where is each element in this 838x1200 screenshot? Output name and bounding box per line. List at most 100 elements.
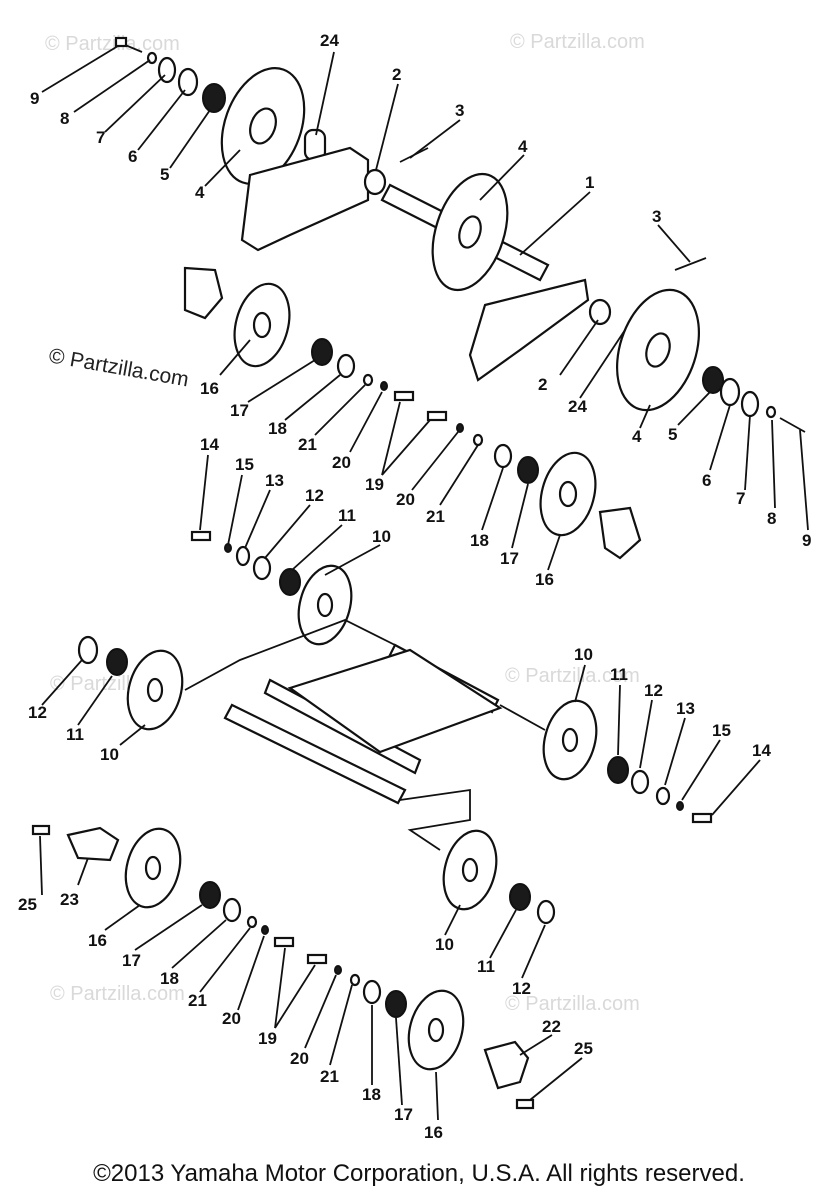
callout-2-right: 2 <box>538 375 547 394</box>
wheel-16-upper-left-hub <box>252 311 272 339</box>
bolt-9-head <box>114 36 128 48</box>
circlip-12-right <box>630 769 650 795</box>
connector-line-left <box>184 619 396 691</box>
callout-10-right: 10 <box>574 645 593 664</box>
callout-21-lower-left: 21 <box>188 991 207 1010</box>
callout-14-upper: 14 <box>200 435 219 454</box>
callout-15-right: 15 <box>712 721 731 740</box>
callout-4-middle: 4 <box>518 137 528 156</box>
callout-5-top: 5 <box>160 165 169 184</box>
callout-16-upper-right: 16 <box>535 570 554 589</box>
washer-21-lower-b <box>349 973 361 987</box>
bracket-right <box>598 506 642 560</box>
circlip-18-lower <box>222 897 242 923</box>
bracket-left <box>183 266 224 320</box>
callout-23: 23 <box>60 890 79 909</box>
washer-21-upper <box>362 373 374 387</box>
washer-21-lower <box>246 915 258 929</box>
wheel-4-left-hub <box>249 107 277 145</box>
collar-13-right <box>655 786 671 806</box>
bolt-19-lower-b <box>306 953 328 965</box>
callout-1: 1 <box>585 173 594 192</box>
copyright-notice: ©2013 Yamaha Motor Corporation, U.S.A. A… <box>93 1160 745 1187</box>
callout-24-right: 24 <box>568 397 587 416</box>
wheel-16-lower-left-hub <box>144 855 162 881</box>
bearing-17-upper <box>311 338 333 366</box>
callout-5-right: 5 <box>668 425 677 444</box>
callout-20-lower-left: 20 <box>222 1009 241 1028</box>
callout-18-upper-right: 18 <box>470 531 489 550</box>
callout-12-left: 12 <box>28 703 47 722</box>
callout-16-lower-right: 16 <box>424 1123 443 1142</box>
callout-14-right: 14 <box>752 741 771 760</box>
wheel-10-left-hub <box>146 677 164 703</box>
watermark-mid-right: © Partzilla.com <box>505 665 640 687</box>
callout-10-upper: 10 <box>372 527 391 546</box>
callout-21-upper-left: 21 <box>298 435 317 454</box>
wheel-16-upper-right-hub <box>558 480 578 508</box>
wheel-10-lower-hub <box>461 857 479 883</box>
callout-10-lower: 10 <box>435 935 454 954</box>
callout-15-upper: 15 <box>235 455 254 474</box>
callout-16-upper-left: 16 <box>200 379 219 398</box>
callout-8-right: 8 <box>767 509 776 528</box>
leader-lines <box>39 45 809 1121</box>
wheel-10-upper-hub <box>316 592 334 618</box>
callout-8-top: 8 <box>60 109 69 128</box>
rear-axle-assembly <box>114 36 806 433</box>
callout-25-left: 25 <box>18 895 37 914</box>
callout-17-upper-right: 17 <box>500 549 519 568</box>
bearing-11-lower <box>509 883 531 911</box>
callout-25-right: 25 <box>574 1039 593 1058</box>
callout-18-lower-left: 18 <box>160 969 179 988</box>
bracket-22 <box>483 1040 530 1090</box>
circlip-18-lower-b <box>362 979 382 1005</box>
callout-22: 22 <box>542 1017 561 1036</box>
circlip-12-left <box>77 635 99 665</box>
callout-3-top: 3 <box>455 101 464 120</box>
bearing-5 <box>202 83 226 113</box>
callout-17-lower-left: 17 <box>122 951 141 970</box>
watermark-bottom-left: © Partzilla.com <box>50 983 185 1005</box>
watermark-top-left: © Partzilla.com <box>45 33 180 55</box>
watermark-main: © Partzilla.com <box>47 344 190 391</box>
washer-15-upper <box>224 543 232 553</box>
crossbar-plate <box>287 648 503 754</box>
callout-18-upper-left: 18 <box>268 419 287 438</box>
suspension-arm-right <box>468 278 590 382</box>
bolt-19-lower-a <box>273 936 295 948</box>
collar-7-right <box>740 390 760 418</box>
upper-idler-assembly <box>183 266 642 560</box>
lockwasher-20-lower-b <box>334 965 342 975</box>
pin-3-right <box>674 257 707 271</box>
callout-2-top: 2 <box>392 65 401 84</box>
crossbar-lower <box>223 703 407 805</box>
callout-9-right: 9 <box>802 531 811 550</box>
callout-13-right: 13 <box>676 699 695 718</box>
bearing-17-upper-b <box>517 456 539 484</box>
callout-11-right: 11 <box>610 665 628 684</box>
circlip-18-upper-b <box>493 443 513 469</box>
suspension-arm-left <box>240 146 370 252</box>
lower-idler-assembly <box>31 824 535 1110</box>
callout-12-lower: 12 <box>512 979 531 998</box>
bearing-11-upper <box>279 568 301 596</box>
callout-19-upper: 19 <box>365 475 384 494</box>
lockwasher-20-upper <box>380 381 388 391</box>
callout-11-lower: 11 <box>477 957 495 976</box>
washer-21-upper-b <box>472 433 484 447</box>
bolt-9-right <box>779 417 806 433</box>
callout-7-top: 7 <box>96 128 105 147</box>
callout-20-upper-right: 20 <box>396 490 415 509</box>
callout-3-right: 3 <box>652 207 661 226</box>
bolt-25-right <box>515 1098 535 1110</box>
callout-19-lower: 19 <box>258 1029 277 1048</box>
bearing-11-left <box>106 648 128 676</box>
callout-16-lower-left: 16 <box>88 931 107 950</box>
callout-4-right: 4 <box>632 427 642 446</box>
washer-15-right <box>676 801 684 811</box>
collar-13-upper <box>235 545 251 567</box>
callout-17-lower-right: 17 <box>394 1105 413 1124</box>
bearing-11-right <box>607 756 629 784</box>
bolt-19-upper-a <box>393 390 415 402</box>
